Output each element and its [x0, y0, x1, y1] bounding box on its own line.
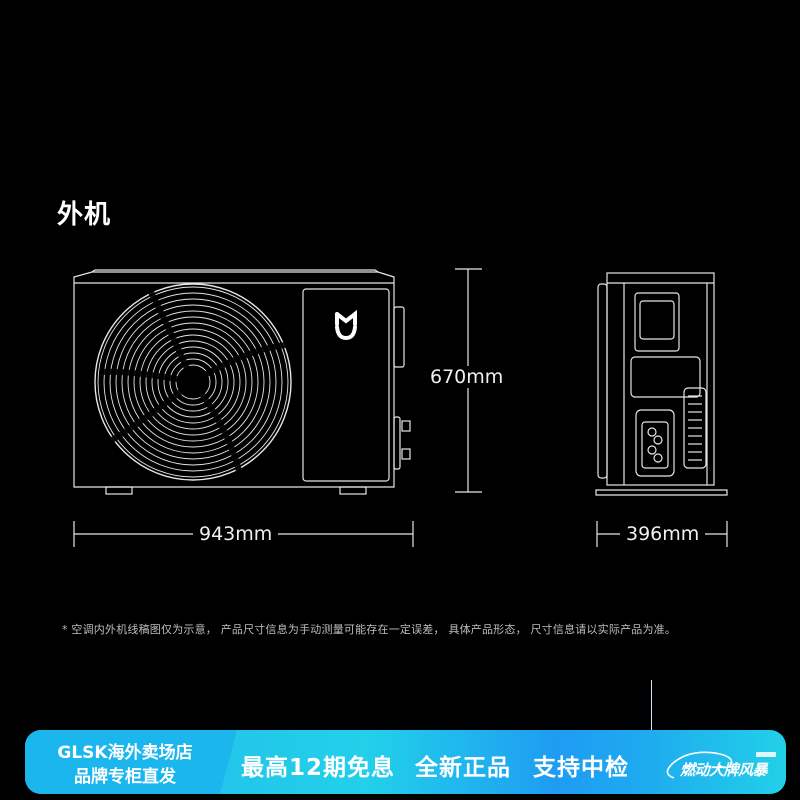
- depth-dimension-label: 396mm: [620, 523, 706, 545]
- store-name: GLSK海外卖场店: [57, 743, 193, 763]
- height-dimension-label: 670mm: [424, 366, 510, 388]
- campaign-logo: 燃动大牌风暴: [660, 740, 785, 784]
- front-unit-body: [73, 269, 411, 495]
- side-unit-body: [595, 272, 728, 496]
- promo-inspection: 支持中检: [533, 755, 629, 781]
- section-title: 外机: [57, 200, 112, 230]
- promo-genuine: 全新正品: [415, 755, 511, 781]
- fan-grille: [94, 283, 292, 481]
- banner-divider: [651, 680, 652, 750]
- store-tagline: 品牌专柜直发: [74, 767, 176, 787]
- disclaimer-text: * 空调内外机线稿图仅为示意， 产品尺寸信息为手动测量可能存在一定误差， 具体产…: [62, 623, 677, 636]
- campaign-swoosh-icon: [666, 751, 776, 779]
- campaign-name: 燃动大牌风暴: [680, 761, 768, 779]
- promo-banner[interactable]: GLSK海外卖场店 品牌专柜直发 最高12期免息 全新正品 支持中检: [25, 730, 786, 794]
- mi-home-logo-icon: [335, 309, 357, 341]
- fan-blade-gaps: [99, 288, 286, 476]
- store-badge: GLSK海外卖场店 品牌专柜直发: [25, 730, 237, 794]
- width-dimension-label: 943mm: [193, 523, 279, 545]
- promo-installment: 最高12期免息: [241, 755, 396, 781]
